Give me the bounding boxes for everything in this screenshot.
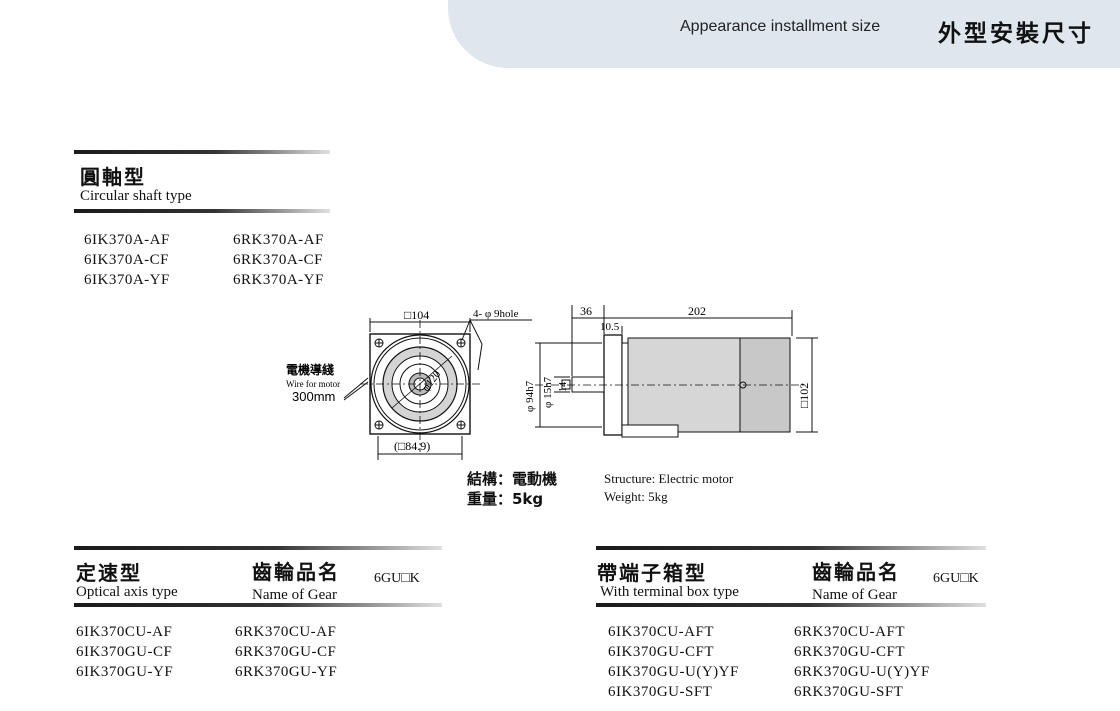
dim-height: □102 [797,383,811,408]
model-item: 6RK370GU-YF [235,664,338,680]
optical-title-zh: 定速型 [76,561,142,585]
structure-en: Structure: Electric motor Weight: 5kg [604,470,733,506]
terminal-gear-en: Name of Gear [812,587,897,603]
header-title-zh: 外型安裝尺寸 [938,21,1094,47]
section-bar-top [74,546,442,550]
wire-length: 300mm [292,389,335,404]
terminal-model-col2: 6RK370CU-AFT 6RK370GU-CFT 6RK370GU-U(Y)Y… [794,622,930,702]
model-item: 6IK370CU-AFT [608,624,714,640]
section-bar-top [74,150,330,154]
model-item: 6RK370GU-CFT [794,644,906,660]
side-view [535,305,818,438]
terminal-title-en: With terminal box type [600,584,739,600]
section-bar-bottom [74,603,442,607]
structure-en-line: Structure: Electric motor [604,471,734,486]
optical-title-en: Optical axis type [76,584,178,600]
dim-flange: 10.5 [600,321,620,333]
circular-model-col1: 6IK370A-AF 6IK370A-CF 6IK370A-YF [84,230,170,290]
model-item: 6RK370GU-SFT [794,684,904,700]
optical-gear-zh: 齒輪品名 [252,560,340,584]
model-item: 6IK370GU-YF [76,664,174,680]
optical-gear-code: 6GU□K [374,571,420,586]
model-item: 6IK370A-CF [84,252,170,268]
model-item: 6RK370A-YF [233,272,324,288]
model-item: 6IK370GU-CF [76,644,173,660]
model-item: 6RK370GU-CF [235,644,337,660]
circular-title-zh: 圓軸型 [80,165,146,189]
dim-key: 14 [558,382,569,392]
optical-model-col1: 6IK370CU-AF 6IK370GU-CF 6IK370GU-YF [76,622,173,682]
terminal-gear-code: 6GU□K [933,571,979,586]
section-bar-bottom [596,603,986,607]
front-view [343,318,532,460]
dim-body-length: 202 [688,304,706,318]
wire-label-en: Wire for motor [286,379,340,389]
optical-gear-en: Name of Gear [252,587,337,603]
model-item: 6RK370CU-AFT [794,624,906,640]
terminal-title-zh: 帶端子箱型 [597,561,707,585]
dim-inner-square: (□84.9) [394,439,430,453]
circular-title-en: Circular shaft type [80,188,192,204]
header-title-en: Appearance installment size [680,18,881,35]
wire-label-zh: 電機導綫 [286,362,334,377]
model-item: 6IK370GU-U(Y)YF [608,664,739,680]
model-item: 6IK370A-YF [84,272,170,288]
header-tab [448,0,1120,68]
dim-front-square: □104 [404,308,429,322]
model-item: 6RK370CU-AF [235,624,337,640]
weight-en-line: Weight: 5kg [604,489,668,504]
model-item: 6RK370A-AF [233,232,324,248]
model-item: 6RK370A-CF [233,252,324,268]
optical-model-col2: 6RK370CU-AF 6RK370GU-CF 6RK370GU-YF [235,622,337,682]
weight-zh-line: 重量：5kg [467,490,544,508]
model-item: 6RK370GU-U(Y)YF [794,664,930,680]
dim-pilot: φ 94h7 [524,380,536,412]
terminal-model-col1: 6IK370CU-AFT 6IK370GU-CFT 6IK370GU-U(Y)Y… [608,622,739,702]
dim-shaft-dia: φ 15h7 [542,376,554,408]
model-item: 6IK370CU-AF [76,624,173,640]
section-bar-bottom [74,209,330,213]
terminal-gear-zh: 齒輪品名 [812,560,900,584]
model-item: 6IK370GU-CFT [608,644,714,660]
model-item: 6IK370A-AF [84,232,170,248]
model-item: 6IK370GU-SFT [608,684,713,700]
dim-holes: 4- φ 9hole [473,308,519,320]
structure-zh: 結構：電動機 重量：5kg [467,469,557,509]
structure-zh-line: 結構：電動機 [467,470,558,488]
circular-model-col2: 6RK370A-AF 6RK370A-CF 6RK370A-YF [233,230,324,290]
dim-shaft-length: 36 [580,304,592,318]
section-bar-top [596,546,986,550]
